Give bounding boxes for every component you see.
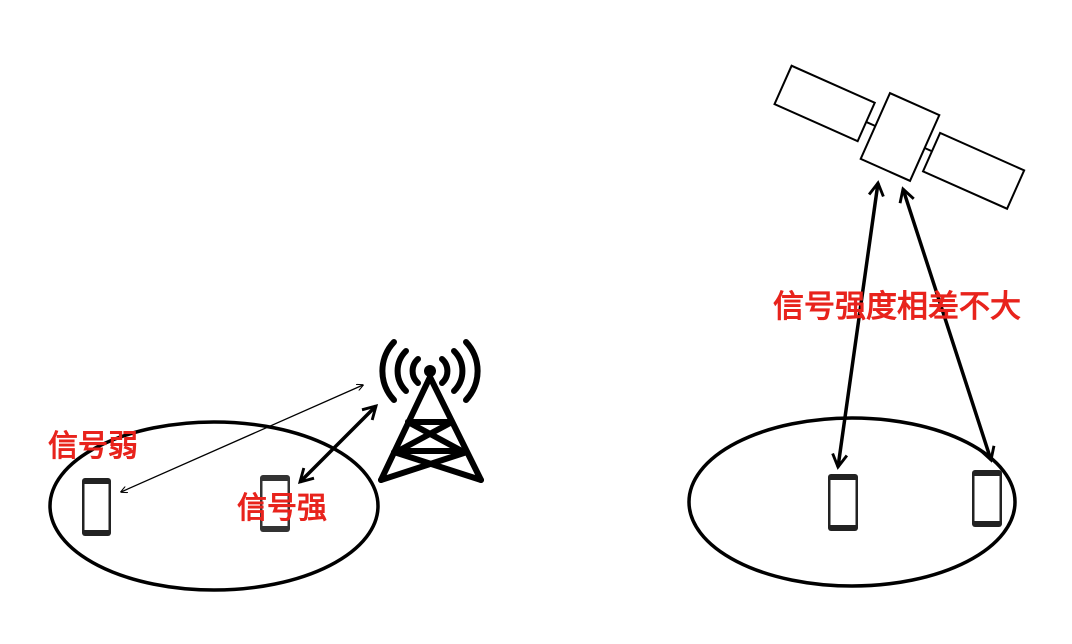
- satellite-scene: 信号强度相差不大: [687, 64, 1026, 588]
- similar-strength-label: 信号强度相差不大: [773, 289, 1021, 325]
- strong-signal-label: 信号强: [237, 491, 327, 526]
- strong-signal-arrow: [297, 403, 379, 485]
- phone-icon: [972, 470, 1002, 527]
- cellular-scene: 信号弱 信号强: [48, 339, 484, 592]
- cell-tower-icon: [378, 339, 484, 483]
- satellite-icon: [773, 64, 1026, 211]
- phone-icon: [82, 478, 111, 536]
- weak-signal-label: 信号弱: [48, 429, 138, 464]
- satellite-link-arrow: [898, 186, 996, 463]
- weak-signal-arrow: [121, 385, 363, 492]
- phone-icon: [828, 474, 858, 531]
- satellite-link-arrow: [831, 180, 885, 470]
